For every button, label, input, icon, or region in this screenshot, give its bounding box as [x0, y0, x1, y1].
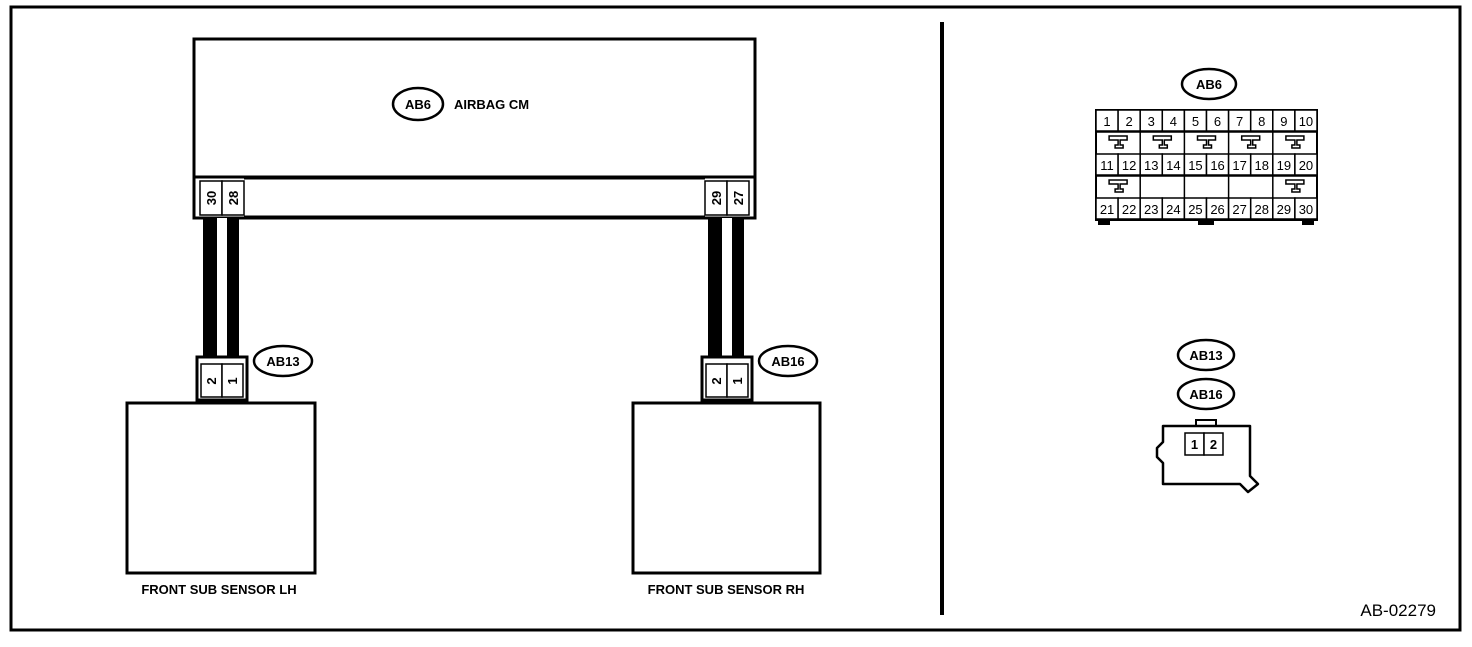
- cm-pin-28: 28: [226, 191, 241, 205]
- lh-connector-badge: [252, 344, 314, 378]
- terminal-symbol-icon: [1285, 179, 1305, 193]
- ab6-face-id: AB6: [1196, 77, 1222, 92]
- airbag-cm-module: 30 28 29 27 AB6 AIRBAG CM: [192, 37, 757, 220]
- terminal-symbol-icon: [1285, 135, 1305, 149]
- cm-pin-27: 27: [731, 191, 746, 205]
- cm-pin-30: 30: [204, 191, 219, 205]
- ab13-face-badge: [1176, 338, 1236, 372]
- ab6-face-badge: [1180, 67, 1238, 101]
- small-pin-2: 2: [1210, 437, 1217, 452]
- ab6-pin-number: 13: [1144, 158, 1158, 173]
- rh-connector-badge: [757, 344, 819, 378]
- lh-label: FRONT SUB SENSOR LH: [141, 582, 296, 597]
- ab13-face-id: AB13: [1189, 348, 1222, 363]
- ab6-pin-number: 27: [1232, 202, 1246, 217]
- cm-label: AIRBAG CM: [454, 97, 529, 112]
- ab6-pin-number: 14: [1166, 158, 1180, 173]
- ab6-pin-number: 2: [1126, 114, 1133, 129]
- ab6-pin-number: 16: [1210, 158, 1224, 173]
- ab6-pin-number: 25: [1188, 202, 1202, 217]
- ab6-pin-cell: [1294, 197, 1318, 220]
- terminal-symbol-icon: [1152, 135, 1173, 149]
- ab6-pin-number: 15: [1188, 158, 1202, 173]
- lh-pin-2: 2: [204, 377, 219, 384]
- ab6-pin-number: 29: [1277, 202, 1291, 217]
- ab6-pin-number: 7: [1236, 114, 1243, 129]
- ab6-pin-number: 1: [1103, 114, 1110, 129]
- rh-connector-id: AB16: [771, 354, 804, 369]
- terminal-symbol-icon: [1108, 135, 1128, 149]
- ab6-pin-number: 12: [1122, 158, 1136, 173]
- terminal-symbol-icon: [1108, 179, 1128, 193]
- ab6-pin-number: 21: [1100, 202, 1114, 217]
- rh-pin-1: 1: [730, 377, 745, 384]
- small-pin-1: 1: [1191, 437, 1198, 452]
- rh-pin-2: 2: [709, 377, 724, 384]
- ab6-pin-cell: [1294, 109, 1318, 132]
- ab6-pin-number: 6: [1214, 114, 1221, 129]
- ab6-pin-number: 11: [1100, 158, 1114, 173]
- ab6-pin-number: 22: [1122, 202, 1136, 217]
- ab6-pin-number: 28: [1255, 202, 1269, 217]
- diagram-frame: [9, 5, 1462, 632]
- ab6-pin-number: 3: [1148, 114, 1155, 129]
- ab6-pin-number: 4: [1170, 114, 1177, 129]
- lh-connector-id: AB13: [266, 354, 299, 369]
- harness-wires: [203, 218, 744, 358]
- cm-connector-badge: [391, 86, 445, 122]
- sensor-lh: 2 1 AB13 FRONT SUB SENSOR LH: [125, 344, 317, 597]
- ab6-pin-number: 23: [1144, 202, 1158, 217]
- rh-label: FRONT SUB SENSOR RH: [648, 582, 805, 597]
- sensor-rh: 2 1 AB16 FRONT SUB SENSOR RH: [631, 344, 822, 597]
- ab6-pin-number: 20: [1299, 158, 1313, 173]
- ab6-pin-number: 17: [1232, 158, 1246, 173]
- ab6-pin-number: 24: [1166, 202, 1180, 217]
- ab6-pin-number: 30: [1299, 202, 1313, 217]
- small-connector-face: AB13 AB16 1 2: [1155, 338, 1260, 494]
- ab6-pin-cell: [1294, 153, 1318, 176]
- ab16-face-id: AB16: [1189, 387, 1222, 402]
- ab6-pin-number: 9: [1280, 114, 1287, 129]
- ab16-face-badge: [1176, 377, 1236, 411]
- ab6-pin-number: 10: [1299, 114, 1313, 129]
- lh-pin-1: 1: [225, 377, 240, 384]
- figure-id: AB-02279: [1360, 601, 1436, 620]
- terminal-symbol-icon: [1240, 135, 1261, 149]
- small-housing: [1155, 424, 1260, 494]
- cm-connector-id: AB6: [405, 97, 431, 112]
- ab6-pin-number: 18: [1255, 158, 1269, 173]
- ab6-pin-number: 26: [1210, 202, 1224, 217]
- ab6-pin-number: 19: [1277, 158, 1291, 173]
- ab6-pin-number: 5: [1192, 114, 1199, 129]
- ab6-pin-number: 8: [1258, 114, 1265, 129]
- cm-pin-29: 29: [709, 191, 724, 205]
- terminal-symbol-icon: [1196, 135, 1217, 149]
